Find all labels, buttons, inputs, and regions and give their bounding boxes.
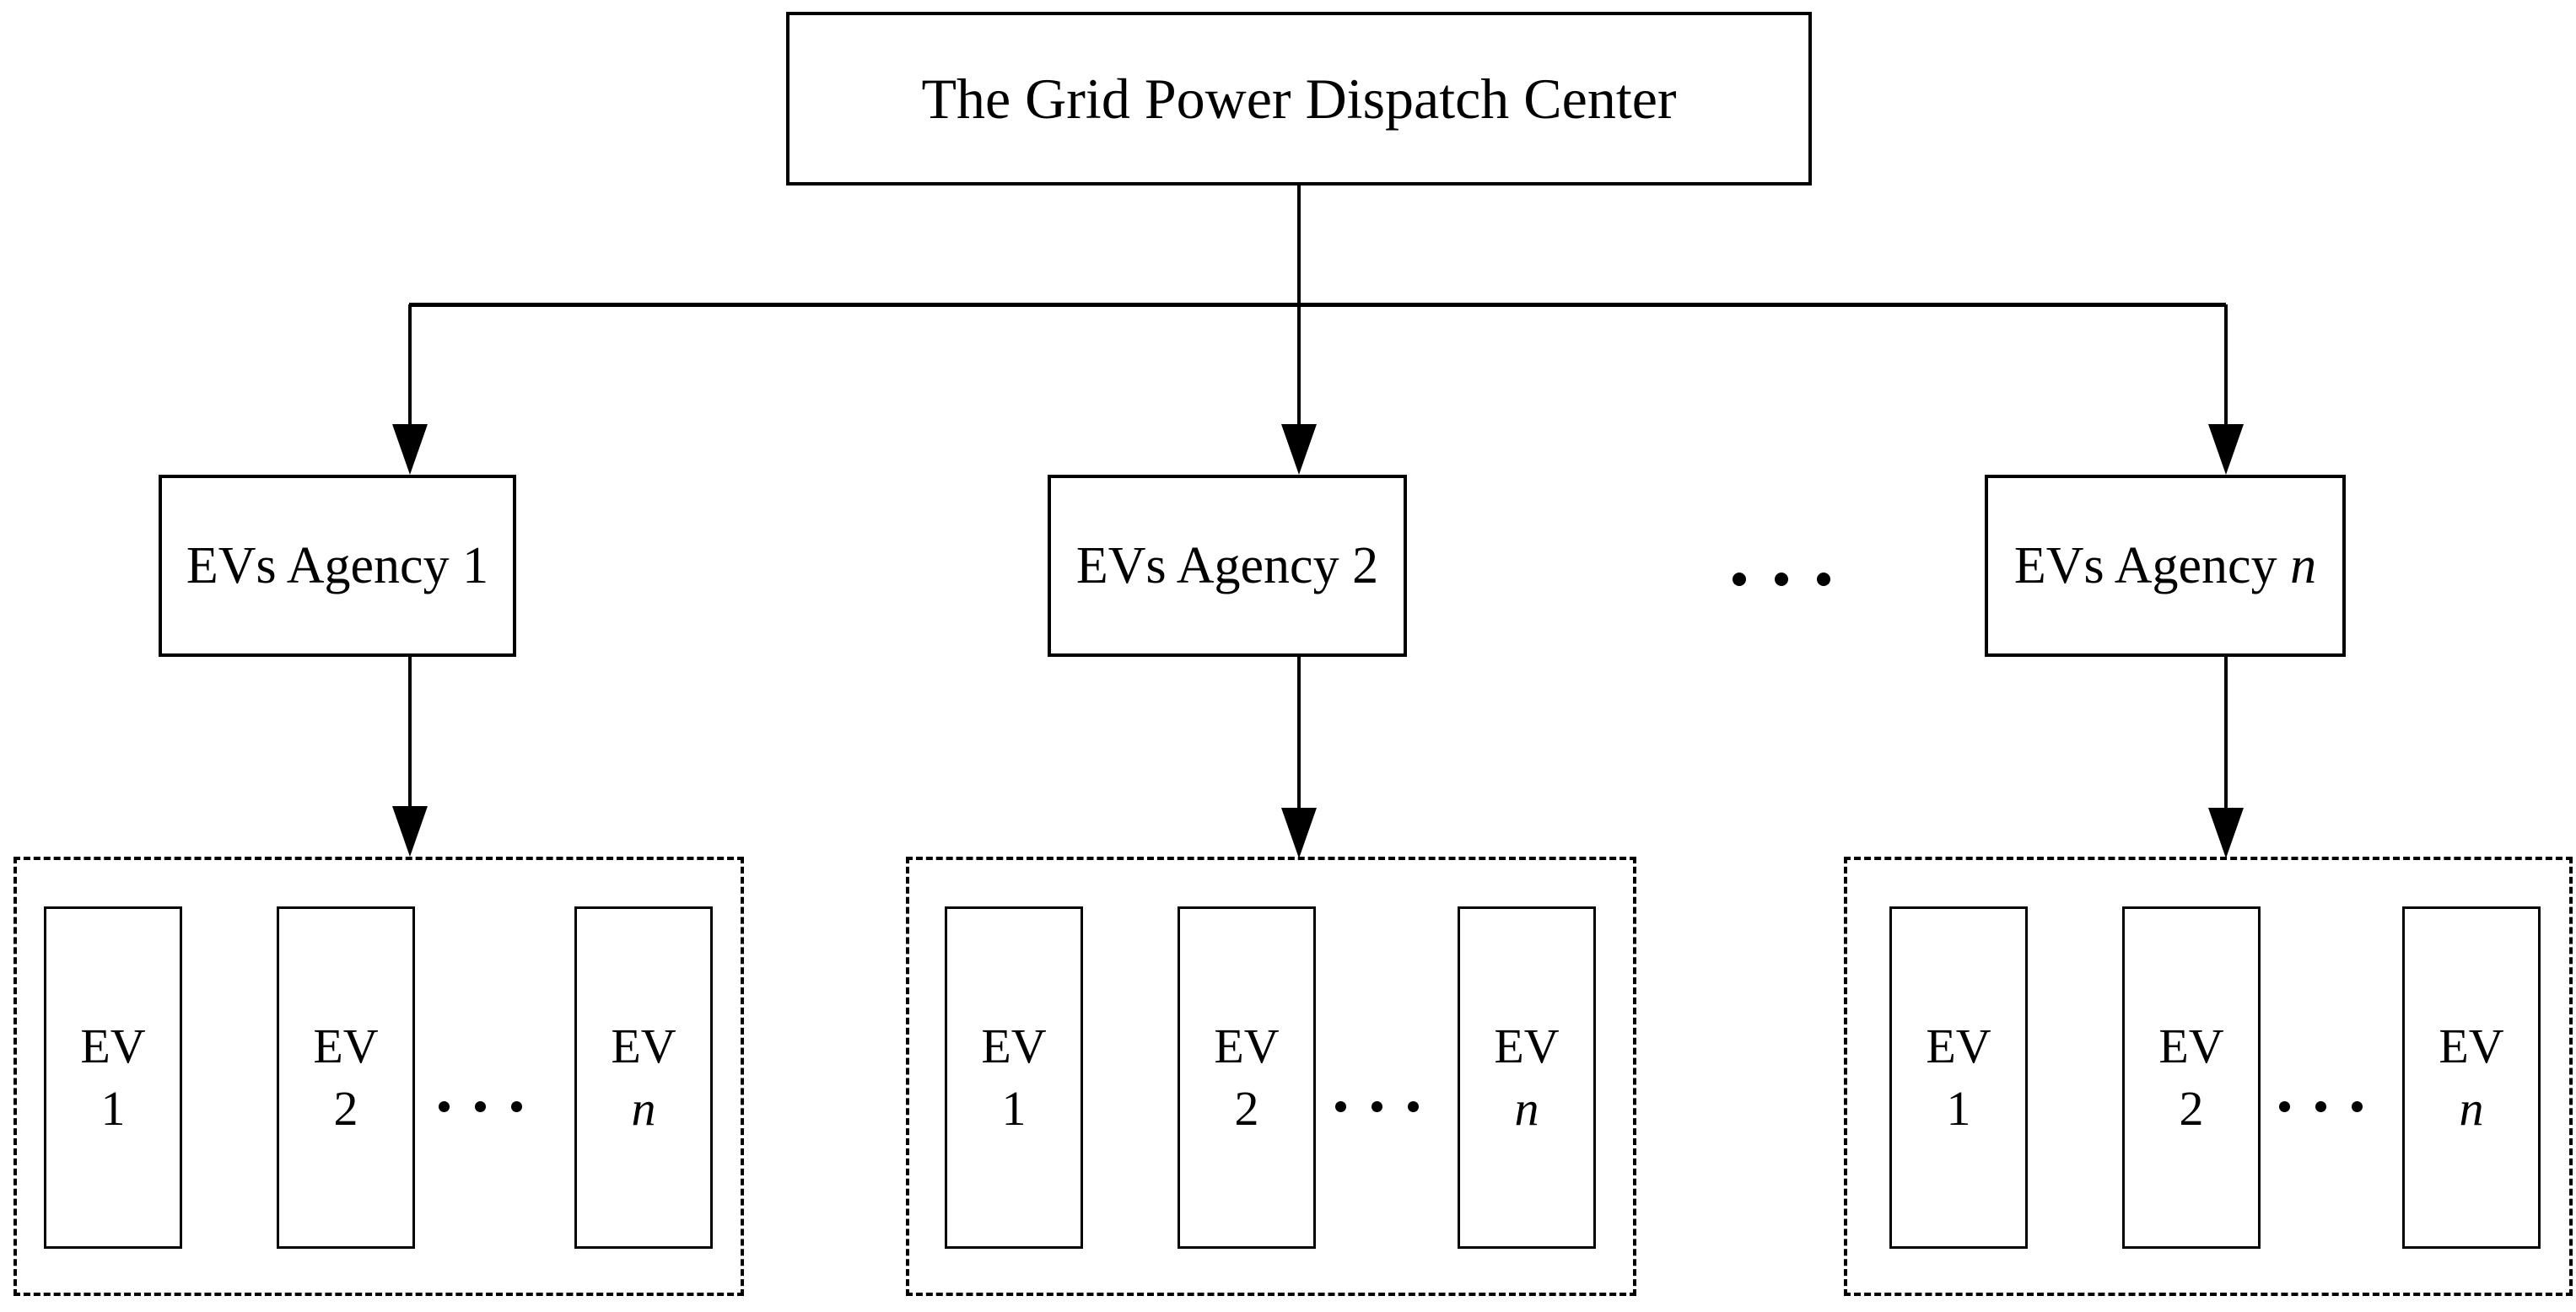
agency-1-label: EVs Agency 1 [186, 537, 488, 594]
ev-node-2-index: 2 [333, 1081, 358, 1136]
arrowhead-to-ev-group-2-icon [1281, 808, 1317, 858]
ev-node-1: EV 1 [945, 906, 1083, 1249]
ev-node-n-word: EV [2439, 1018, 2504, 1073]
ev-node-n-index: n [1514, 1081, 1539, 1136]
agency-2-index: 2 [1352, 536, 1379, 594]
ev-node-2-word: EV [2158, 1018, 2224, 1073]
agency-1-to-ev-group-connector [408, 655, 412, 809]
ev-fleet-group-n: EV 1 EV 2 EV n [1844, 857, 2573, 1296]
ev-fleet-group-2: EV 1 EV 2 EV n [906, 857, 1636, 1296]
arrowhead-to-ev-group-n-icon [2208, 808, 2244, 858]
ev-node-1-index: 1 [1001, 1081, 1027, 1136]
arrowhead-to-agency-1-icon [392, 424, 428, 475]
ev-node-1-word: EV [981, 1018, 1047, 1073]
ev-node-2-word: EV [313, 1018, 379, 1073]
ev-node-n-word: EV [1494, 1018, 1560, 1073]
ellipsis-dot [1733, 573, 1746, 586]
distribution-bus-connector [409, 303, 2226, 307]
ev-node-2: EV 2 [1178, 906, 1316, 1249]
agency-1-index: 1 [462, 536, 489, 594]
ellipsis-dot [2315, 1101, 2326, 1112]
ev-node-n: EV n [2402, 906, 2541, 1249]
ellipsis-dot [2352, 1101, 2363, 1112]
agency-n-to-ev-group-connector [2224, 657, 2228, 809]
ev-node-1-index: 1 [100, 1081, 126, 1136]
agency-n-index: n [2290, 536, 2317, 594]
ellipsis-dot [2279, 1101, 2290, 1112]
evs-agency-1-node: EVs Agency 1 [159, 475, 516, 657]
evs-agency-n-node: EVs Agency n [1985, 475, 2346, 657]
arrowhead-to-agency-2-icon [1281, 424, 1317, 475]
arrowhead-to-agency-n-icon [2208, 424, 2244, 475]
ev-node-1-index: 1 [1946, 1081, 1971, 1136]
agency-1-label-prefix: EVs Agency [186, 536, 463, 594]
ev-node-2-index: 2 [1234, 1081, 1259, 1136]
ev-group-n-ellipsis-icon [2279, 1101, 2363, 1112]
agency-2-label: EVs Agency 2 [1076, 537, 1378, 594]
ev-node-2: EV 2 [2122, 906, 2261, 1249]
ellipsis-dot [439, 1101, 450, 1112]
ev-group-1-ellipsis-icon [439, 1101, 522, 1112]
ev-node-n-index: n [2459, 1081, 2484, 1136]
ellipsis-dot [1372, 1101, 1382, 1112]
ev-node-1: EV 1 [1889, 906, 2028, 1249]
bus-to-agency-n-connector [2224, 304, 2228, 427]
ellipsis-dot [511, 1101, 522, 1112]
ellipsis-dot [1408, 1101, 1419, 1112]
ev-node-1-word: EV [1926, 1018, 1991, 1073]
ev-node-1: EV 1 [44, 906, 182, 1249]
evs-agency-2-node: EVs Agency 2 [1048, 475, 1407, 657]
agency-row-ellipsis-icon [1733, 573, 1830, 586]
ev-node-2-index: 2 [2179, 1081, 2204, 1136]
ev-node-n-index: n [631, 1081, 656, 1136]
grid-power-dispatch-center-node: The Grid Power Dispatch Center [786, 12, 1812, 186]
agency-n-label-prefix: EVs Agency [2013, 536, 2291, 594]
agency-2-label-prefix: EVs Agency [1075, 536, 1353, 594]
ev-node-1-word: EV [80, 1018, 146, 1073]
ev-node-n: EV n [574, 906, 713, 1249]
ev-node-n: EV n [1458, 906, 1596, 1249]
bus-to-agency-1-connector [408, 304, 412, 427]
ev-fleet-group-1: EV 1 EV 2 EV n [13, 857, 744, 1296]
arrowhead-to-ev-group-1-icon [392, 806, 428, 857]
root-node-label: The Grid Power Dispatch Center [921, 66, 1677, 131]
ellipsis-dot [475, 1101, 486, 1112]
root-stem-connector [1297, 186, 1301, 306]
agency-n-label: EVs Agency n [2014, 537, 2316, 594]
bus-to-agency-2-connector [1297, 304, 1301, 427]
agency-2-to-ev-group-connector [1297, 657, 1301, 809]
ev-node-2-word: EV [1214, 1018, 1280, 1073]
ellipsis-dot [1775, 573, 1788, 586]
ev-node-n-word: EV [611, 1018, 676, 1073]
ev-node-2: EV 2 [277, 906, 415, 1249]
ellipsis-dot [1817, 573, 1830, 586]
ellipsis-dot [1335, 1101, 1346, 1112]
ev-group-2-ellipsis-icon [1335, 1101, 1419, 1112]
